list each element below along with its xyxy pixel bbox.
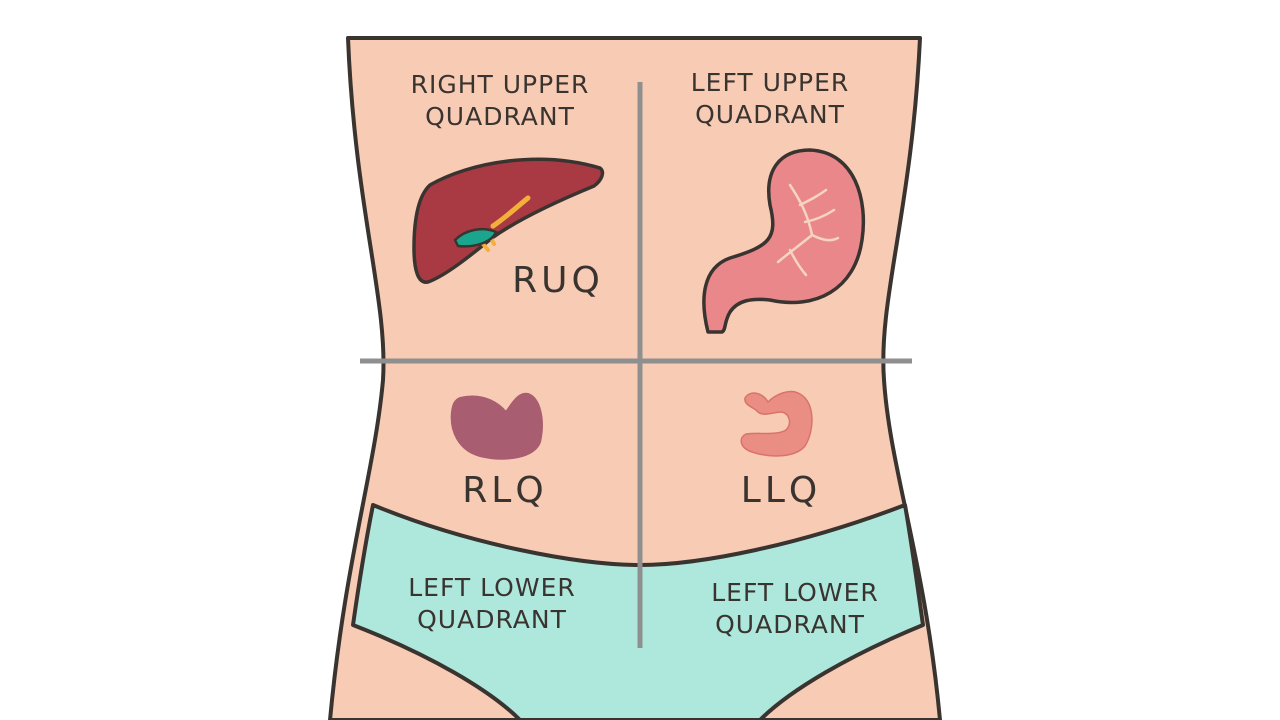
intestine-icon (740, 390, 813, 457)
stomach-icon (702, 148, 866, 334)
ruq-abbr: RUQ (512, 260, 604, 301)
rlq-name-line1: LEFT LOWER (408, 573, 575, 602)
ruq-name-line2: QUADRANT (425, 102, 575, 131)
ruq-name-line1: RIGHT UPPER (411, 70, 590, 99)
luq-name-line1: LEFT UPPER (691, 68, 850, 97)
luq-name-line2: QUADRANT (695, 100, 845, 129)
liver-icon (412, 157, 605, 284)
llq-abbr: LLQ (741, 470, 821, 511)
appendix-icon (450, 392, 543, 460)
llq-name-line1: LEFT LOWER (711, 578, 878, 607)
rlq-abbr: RLQ (462, 470, 547, 511)
rlq-name-line2: QUADRANT (417, 605, 567, 634)
llq-name-line2: QUADRANT (715, 610, 865, 639)
